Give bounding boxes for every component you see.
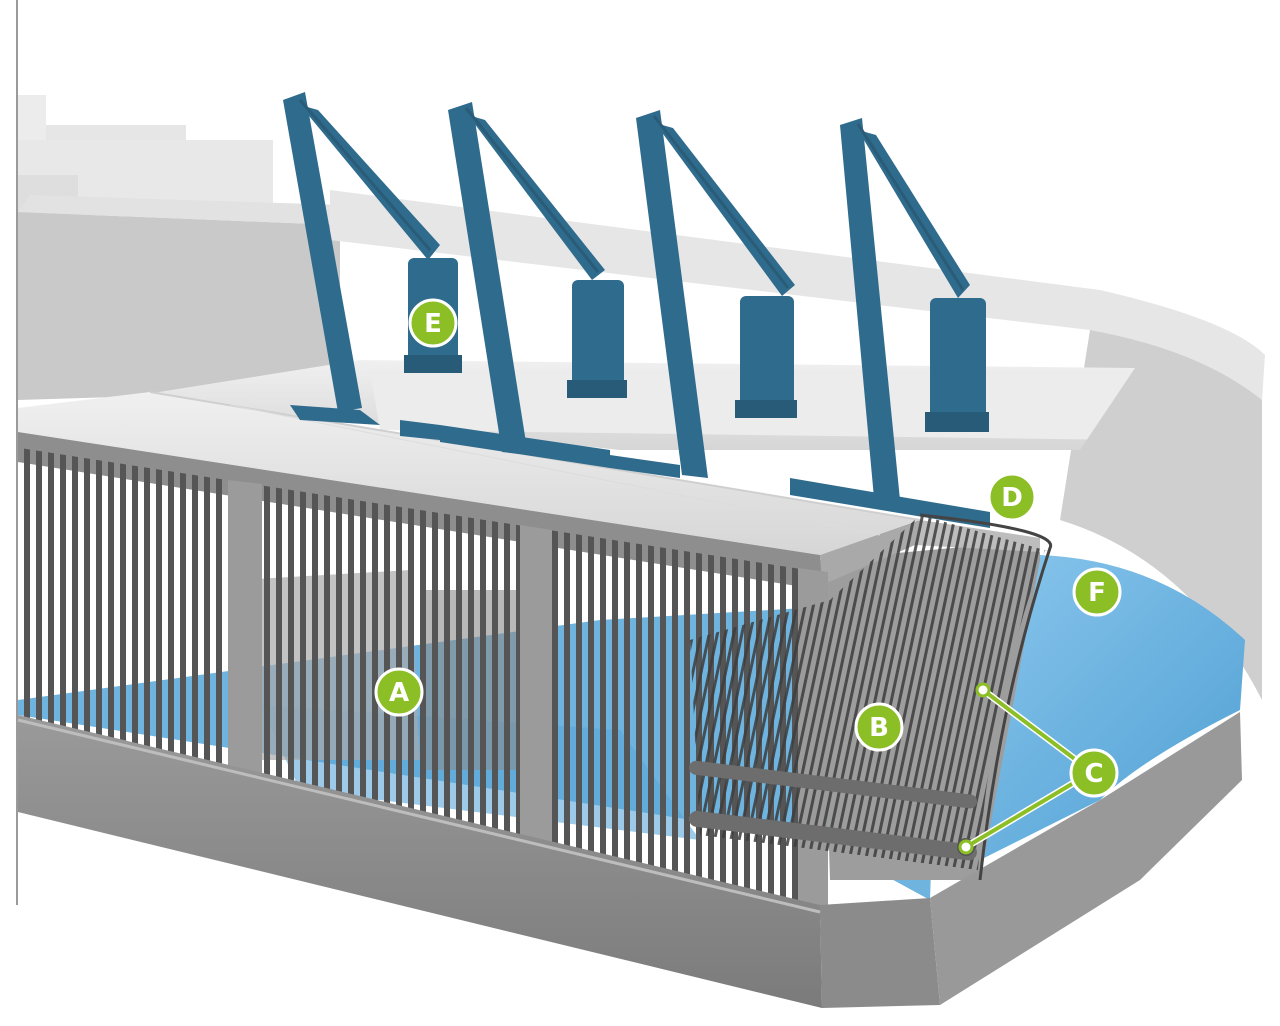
trash-rack-bars bbox=[17, 448, 1242, 1008]
marker-c-label: C bbox=[1084, 759, 1103, 789]
marker-c: C bbox=[1069, 748, 1119, 798]
marker-b-label: B bbox=[869, 713, 889, 743]
fine-screen bbox=[688, 513, 1053, 881]
rake-machine-3 bbox=[636, 110, 797, 478]
rake-machine-1 bbox=[283, 92, 462, 412]
marker-f-label: F bbox=[1088, 578, 1106, 608]
rake-machine-4 bbox=[840, 118, 989, 500]
rake-machine-2 bbox=[448, 102, 627, 455]
marker-d-label: D bbox=[1001, 483, 1023, 513]
marker-f: F bbox=[1072, 567, 1122, 617]
marker-e: E bbox=[408, 298, 458, 348]
left-edge-line bbox=[16, 0, 18, 905]
marker-d: D bbox=[987, 472, 1037, 522]
marker-a: A bbox=[374, 667, 424, 717]
leader-lines-c bbox=[958, 682, 1095, 855]
marker-e-label: E bbox=[424, 309, 442, 339]
marker-a-label: A bbox=[389, 678, 409, 708]
marker-b: B bbox=[854, 702, 904, 752]
